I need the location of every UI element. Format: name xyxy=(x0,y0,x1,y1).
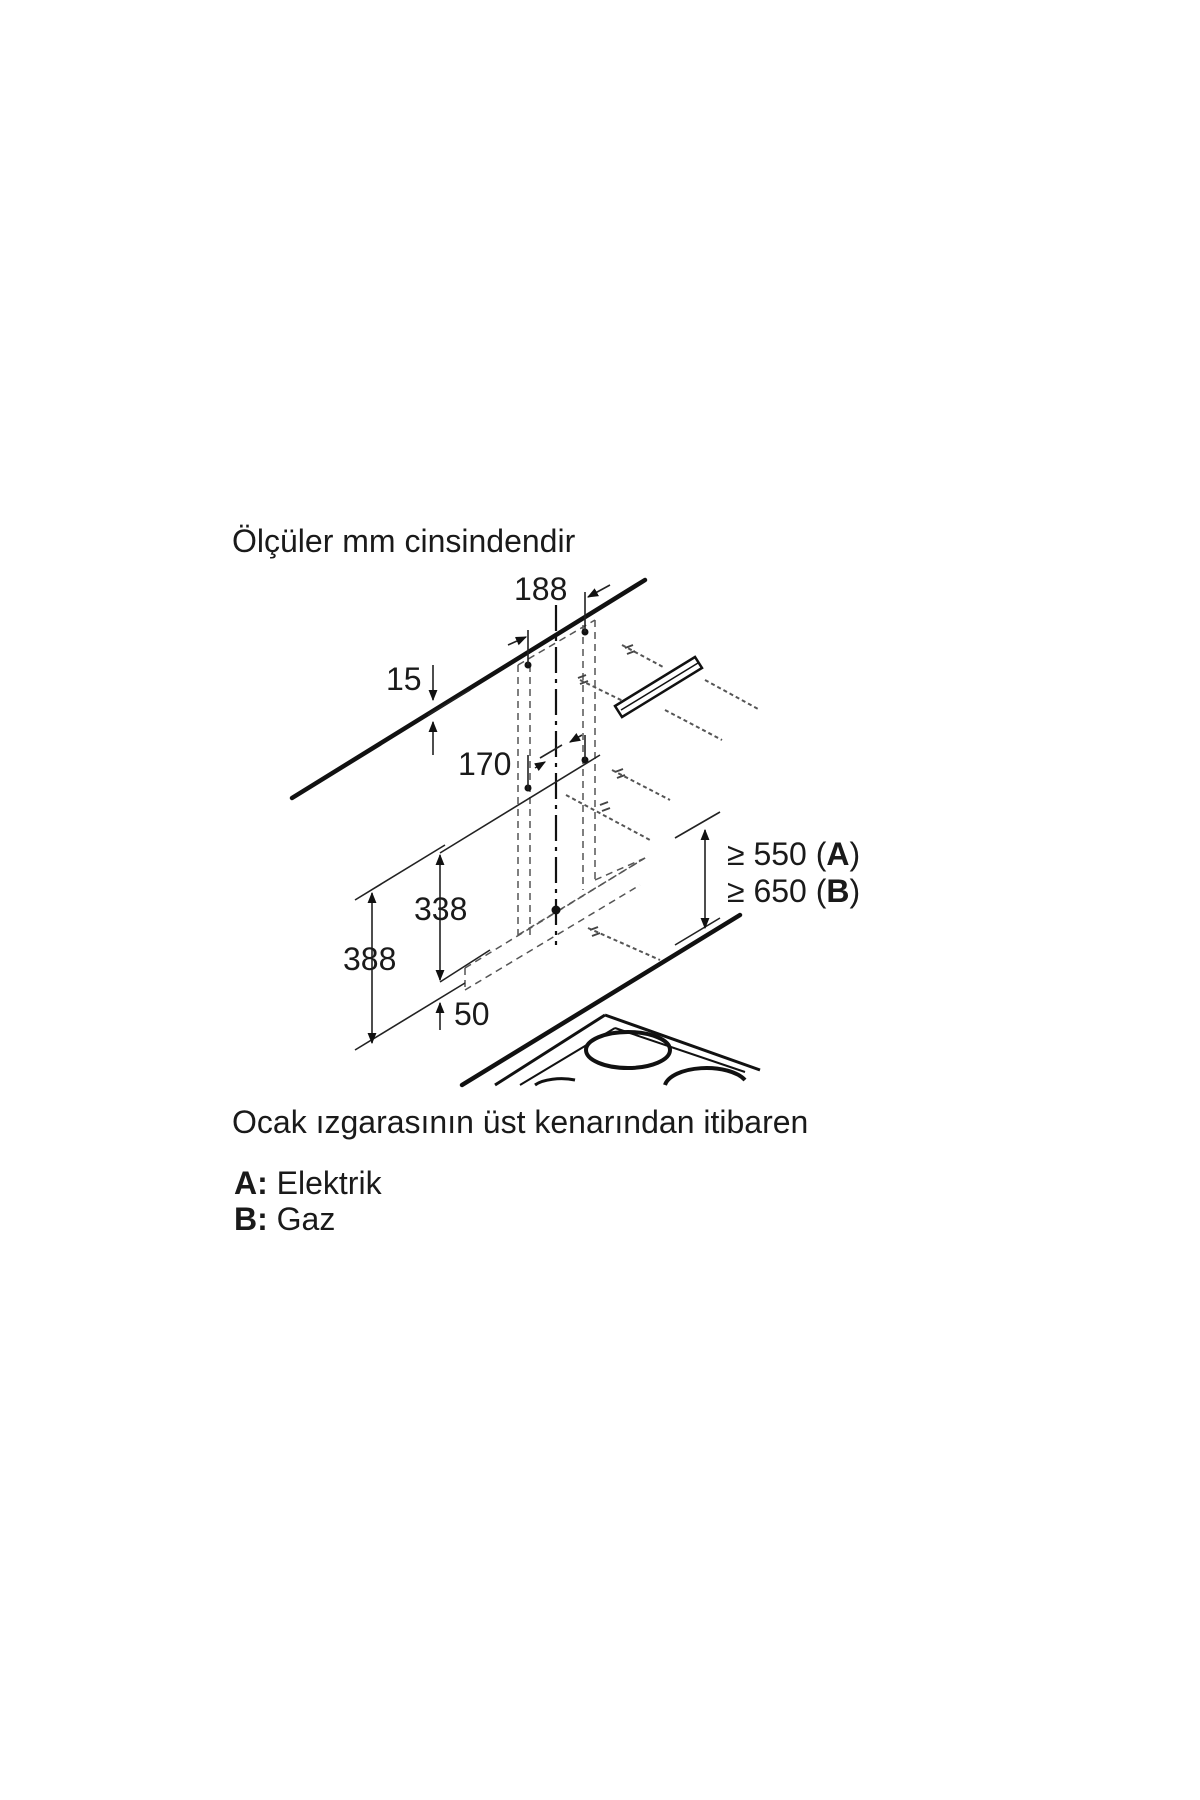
ceiling-edge xyxy=(289,577,648,801)
hob xyxy=(494,1013,761,1087)
dimension-15 xyxy=(427,665,471,755)
footnote: Ocak ızgarasının üst kenarından itibaren xyxy=(232,1104,808,1140)
label-min-a: ≥ 550 (A) xyxy=(727,836,860,872)
hob-back-edge xyxy=(459,912,743,1088)
label-188: 188 xyxy=(514,571,567,607)
dimension-170 xyxy=(527,733,586,790)
legend: A: Elektrik B: Gaz xyxy=(234,1165,382,1237)
legend-item-b: B: Gaz xyxy=(234,1201,336,1237)
dimension-min-height xyxy=(674,811,721,946)
dimension-188 xyxy=(507,584,611,665)
screws xyxy=(565,644,761,961)
dimension-338 xyxy=(435,754,601,983)
mounting-bracket xyxy=(613,655,704,719)
label-338: 338 xyxy=(414,891,467,927)
label-15: 15 xyxy=(386,661,422,697)
label-min-b: ≥ 650 (B) xyxy=(727,873,860,909)
legend-item-a: A: Elektrik xyxy=(234,1165,382,1201)
label-388: 388 xyxy=(343,941,396,977)
units-heading: Ölçüler mm cinsindendir xyxy=(232,523,576,559)
dimension-388 xyxy=(354,844,466,1051)
label-50: 50 xyxy=(454,996,490,1032)
label-170: 170 xyxy=(458,746,511,782)
